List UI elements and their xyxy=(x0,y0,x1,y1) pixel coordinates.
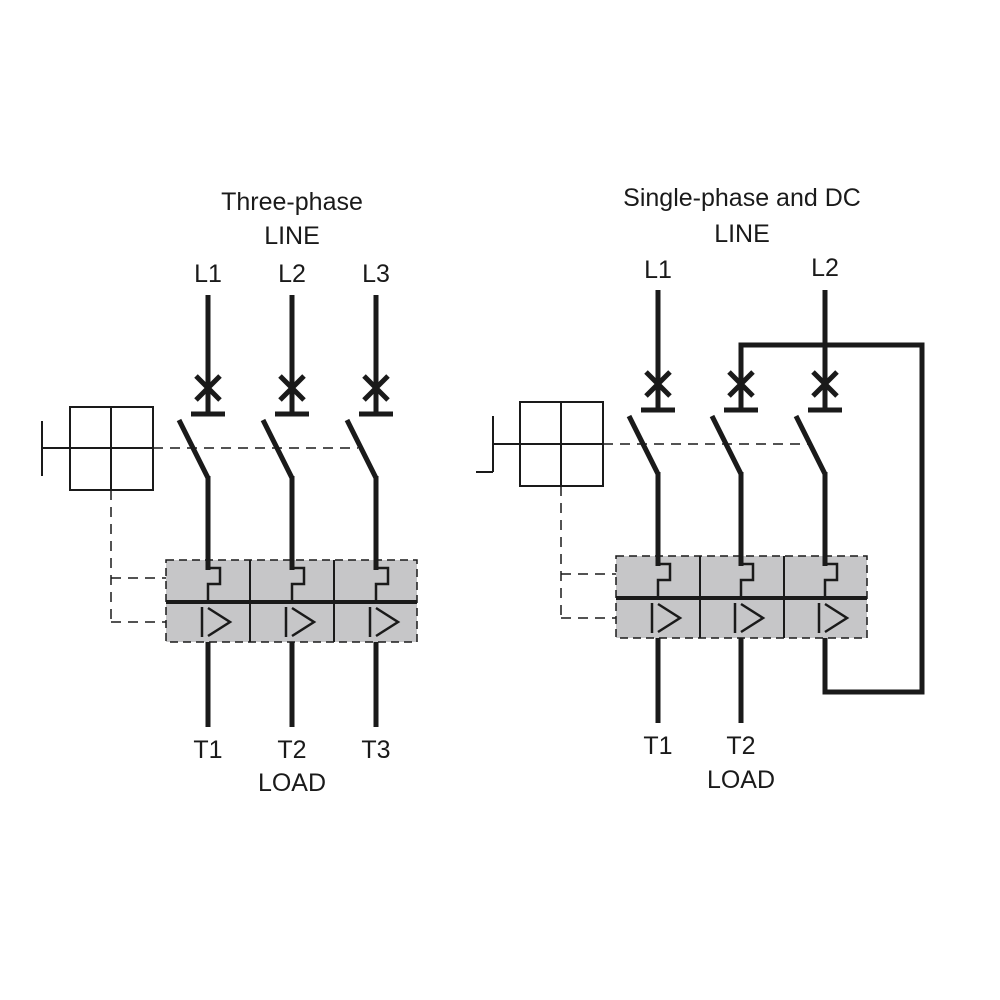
single-phase-line-label: LINE xyxy=(714,220,770,248)
single-phase-diagram: Single-phase and DC LINE L1 L2 T1 T2 LOA… xyxy=(476,184,925,794)
pole xyxy=(260,295,317,727)
single-phase-title: Single-phase and DC xyxy=(623,184,861,212)
contact-cross xyxy=(362,374,390,402)
circuit-breaker-contact-icon xyxy=(359,374,393,417)
magnetic-arrow xyxy=(740,602,766,634)
circuit-breaker-contact-icon xyxy=(641,370,675,413)
circuit-breaker-contact-icon xyxy=(808,370,842,413)
magnetic-trip-element-icon xyxy=(284,606,317,638)
contact-cross xyxy=(727,370,755,398)
magnetic-trip-element-icon xyxy=(650,602,683,634)
switch-blade xyxy=(709,414,744,476)
single-phase-terminal-l1: L1 xyxy=(644,256,672,284)
contact-cross xyxy=(194,374,222,402)
thermal-trip-element-icon xyxy=(823,562,839,598)
thermal-trip-element-icon xyxy=(290,566,306,602)
single-phase-terminal-l2: L2 xyxy=(811,254,839,282)
rotary-handle-operator-icon xyxy=(41,406,154,491)
single-phase-load-label: LOAD xyxy=(707,766,775,794)
switch-blade xyxy=(793,414,828,476)
three-phase-load-label: LOAD xyxy=(258,769,326,797)
pole xyxy=(344,295,401,727)
magnetic-trip-element-icon xyxy=(817,602,850,634)
circuit-breaker-contact-icon xyxy=(275,374,309,417)
pole xyxy=(709,370,766,723)
contact-cross xyxy=(278,374,306,402)
three-phase-terminal-l1: L1 xyxy=(194,260,222,288)
contact-cross xyxy=(811,370,839,398)
contact-cross xyxy=(644,370,672,398)
magnetic-arrow xyxy=(375,606,401,638)
magnetic-trip-element-icon xyxy=(733,602,766,634)
three-phase-line-label: LINE xyxy=(264,222,320,250)
series-jumper-wire xyxy=(738,342,925,695)
three-phase-terminal-t3: T3 xyxy=(361,736,390,764)
three-phase-diagram: Three-phase LINE L1 L2 L3 T1 T2 T3 LOAD xyxy=(41,188,418,797)
thermal-trip-element-icon xyxy=(739,562,755,598)
circuit-breaker-contact-icon xyxy=(191,374,225,417)
thermal-trip-element-icon xyxy=(656,562,672,598)
magnetic-arrow xyxy=(291,606,317,638)
magnetic-arrow xyxy=(824,602,850,634)
circuit-breaker-contact-icon xyxy=(724,370,758,413)
magnetic-trip-element-icon xyxy=(368,606,401,638)
three-phase-terminal-l2: L2 xyxy=(278,260,306,288)
three-phase-title: Three-phase xyxy=(221,188,363,216)
three-phase-terminal-l3: L3 xyxy=(362,260,390,288)
magnetic-arrow xyxy=(657,602,683,634)
pole xyxy=(793,290,850,634)
switch-blade xyxy=(626,414,661,476)
rotary-handle-operator-icon xyxy=(476,401,604,487)
magnetic-trip-element-icon xyxy=(200,606,233,638)
single-phase-terminal-t1: T1 xyxy=(643,732,672,760)
switch-blade xyxy=(176,418,211,480)
magnetic-arrow xyxy=(207,606,233,638)
three-phase-terminal-t1: T1 xyxy=(193,736,222,764)
pole xyxy=(176,295,233,727)
switch-blade xyxy=(344,418,379,480)
switch-blade xyxy=(260,418,295,480)
thermal-trip-element-icon xyxy=(374,566,390,602)
thermal-trip-element-icon xyxy=(206,566,222,602)
pole xyxy=(626,290,683,723)
three-phase-terminal-t2: T2 xyxy=(277,736,306,764)
single-phase-terminal-t2: T2 xyxy=(726,732,755,760)
